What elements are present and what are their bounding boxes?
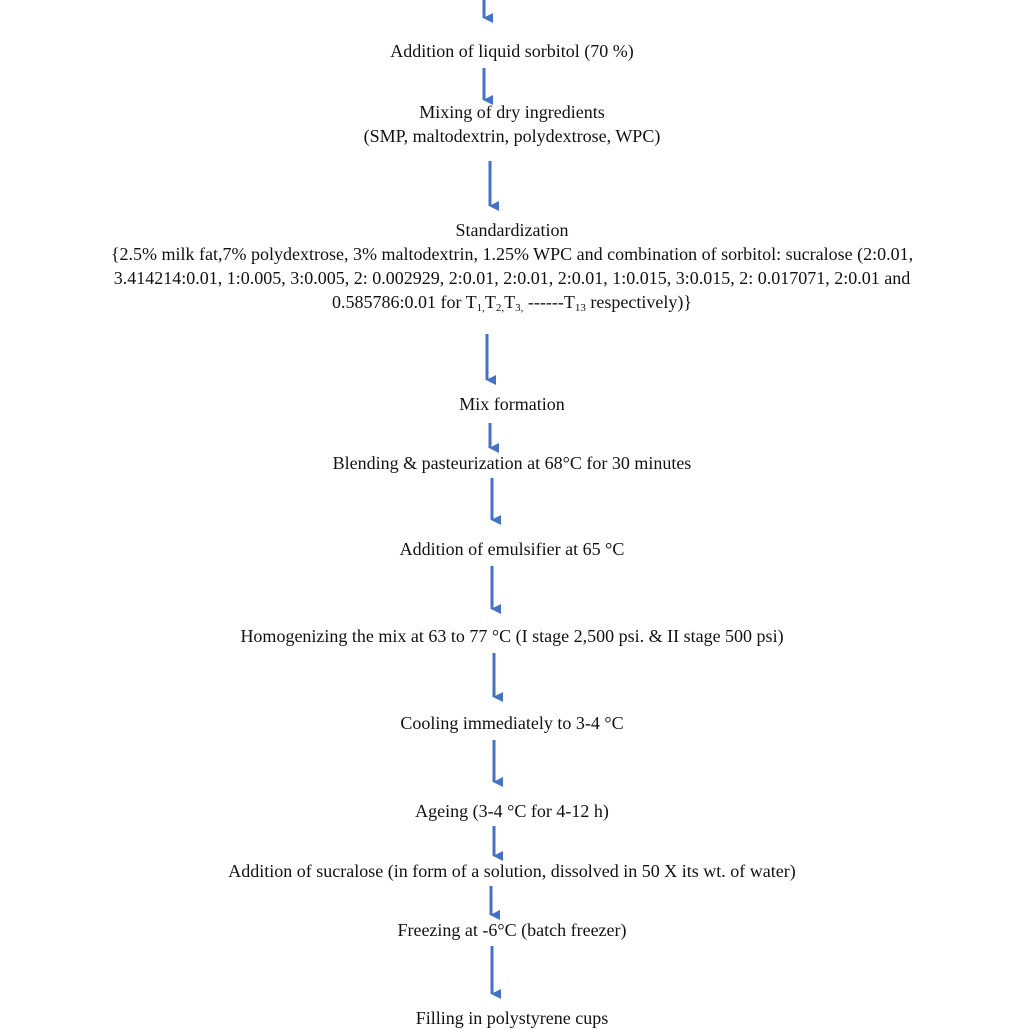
step-mix-formation: Mix formation bbox=[0, 392, 1024, 416]
step-text: Mix formation bbox=[459, 394, 565, 414]
step-blending-pasteurization: Blending & pasteurization at 68°C for 30… bbox=[0, 451, 1024, 475]
step-text: Homogenizing the mix at 63 to 77 °C (I s… bbox=[240, 626, 784, 646]
step-filling: Filling in polystyrene cups bbox=[0, 1006, 1024, 1030]
step-cooling: Cooling immediately to 3-4 °C bbox=[0, 711, 1024, 735]
step-ageing: Ageing (3-4 °C for 4-12 h) bbox=[0, 799, 1024, 823]
step-text: Addition of liquid sorbitol (70 %) bbox=[390, 41, 634, 61]
step-text: (SMP, maltodextrin, polydextrose, WPC) bbox=[363, 126, 661, 146]
step-text: Addition of sucralose (in form of a solu… bbox=[228, 861, 796, 881]
step-text-treatments: 0.585786:0.01 for T1,T2,T3, ------T13 re… bbox=[332, 292, 692, 314]
step-text: Mixing of dry ingredients bbox=[419, 102, 605, 122]
step-text: Freezing at -6°C (batch freezer) bbox=[397, 920, 627, 940]
step-add-sucralose: Addition of sucralose (in form of a solu… bbox=[0, 859, 1024, 883]
step-text: Filling in polystyrene cups bbox=[415, 1008, 609, 1028]
step-homogenizing: Homogenizing the mix at 63 to 77 °C (I s… bbox=[0, 624, 1024, 648]
step-text: 3.414214:0.01, 1:0.005, 3:0.005, 2: 0.00… bbox=[113, 268, 911, 288]
step-text: Blending & pasteurization at 68°C for 30… bbox=[332, 453, 692, 473]
step-freezing: Freezing at -6°C (batch freezer) bbox=[0, 918, 1024, 942]
step-text: Cooling immediately to 3-4 °C bbox=[400, 713, 624, 733]
step-title: Standardization bbox=[455, 220, 569, 240]
step-standardization: Standardization {2.5% milk fat,7% polyde… bbox=[0, 218, 1024, 314]
step-add-emulsifier: Addition of emulsifier at 65 °C bbox=[0, 537, 1024, 561]
step-text: Addition of emulsifier at 65 °C bbox=[399, 539, 625, 559]
step-add-liquid-sorbitol: Addition of liquid sorbitol (70 %) bbox=[0, 39, 1024, 63]
step-mixing-dry-ingredients: Mixing of dry ingredients (SMP, maltodex… bbox=[0, 100, 1024, 148]
step-text: Ageing (3-4 °C for 4-12 h) bbox=[415, 801, 609, 821]
step-text: {2.5% milk fat,7% polydextrose, 3% malto… bbox=[110, 244, 914, 264]
